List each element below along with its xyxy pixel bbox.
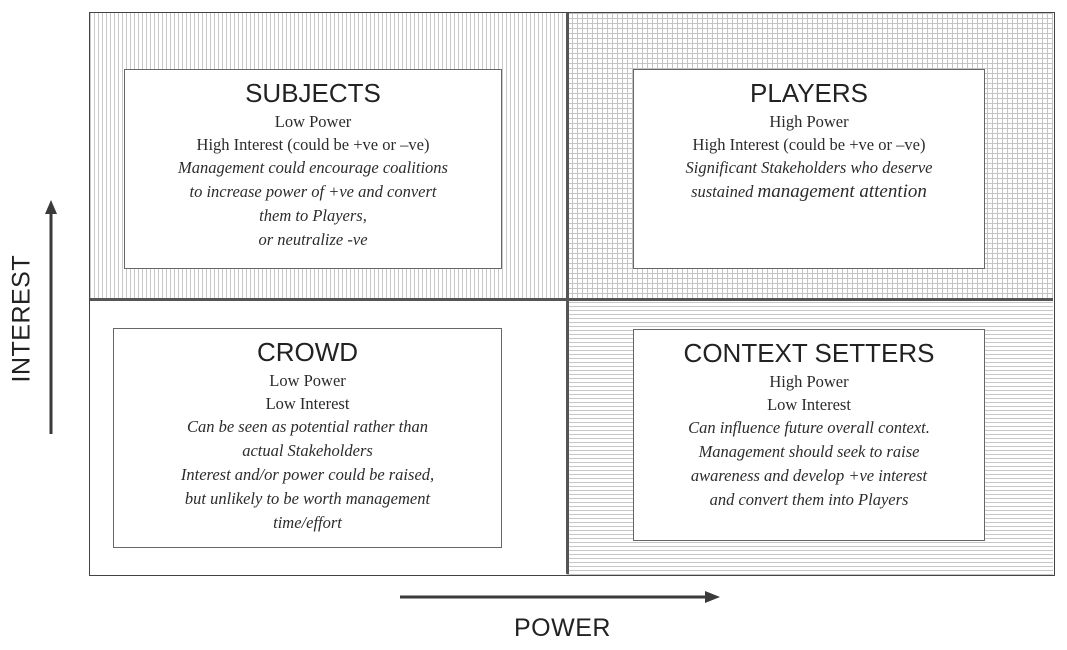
- context-setters-note: Can influence future overall context. Ma…: [688, 418, 930, 509]
- players-note-line2-a: sustained: [691, 182, 758, 201]
- crowd-box: CROWD Low Power Low Interest Can be seen…: [113, 328, 502, 548]
- subjects-power: Low Power: [274, 112, 352, 131]
- players-title: PLAYERS: [749, 78, 868, 108]
- players-note-line1: Significant Stakeholders who deserve: [685, 158, 933, 177]
- players-interest: High Interest (could be +ve or –ve): [692, 135, 926, 154]
- subjects-box: SUBJECTS Low Power High Interest (could …: [124, 69, 502, 269]
- players-note-line2: sustained management attention: [634, 180, 984, 204]
- subjects-interest: High Interest (could be +ve or –ve): [196, 135, 430, 154]
- context-setters-interest: Low Interest: [767, 395, 851, 414]
- horizontal-divider: [90, 298, 1053, 301]
- crowd-power: Low Power: [269, 371, 346, 390]
- interest-axis-label: INTEREST: [7, 254, 36, 383]
- players-note-line2-b: management attention: [757, 181, 927, 202]
- context-setters-title: CONTEXT SETTERS: [683, 338, 935, 368]
- subjects-title: SUBJECTS: [245, 78, 381, 108]
- power-arrow-icon: [400, 591, 720, 603]
- players-power: High Power: [769, 112, 849, 131]
- interest-arrow-icon: [45, 200, 57, 434]
- context-setters-power: High Power: [769, 372, 849, 391]
- crowd-note: Can be seen as potential rather than act…: [180, 417, 435, 532]
- power-axis-label: POWER: [514, 614, 611, 642]
- crowd-interest: Low Interest: [265, 394, 350, 413]
- players-box: PLAYERS High Power High Interest (could …: [633, 69, 985, 269]
- vertical-divider: [566, 13, 569, 574]
- subjects-note: Management could encourage coalitions to…: [178, 158, 448, 249]
- context-setters-box: CONTEXT SETTERS High Power Low Interest …: [633, 329, 985, 541]
- crowd-title: CROWD: [256, 337, 359, 367]
- stakeholder-matrix: SUBJECTS Low Power High Interest (could …: [89, 12, 1055, 576]
